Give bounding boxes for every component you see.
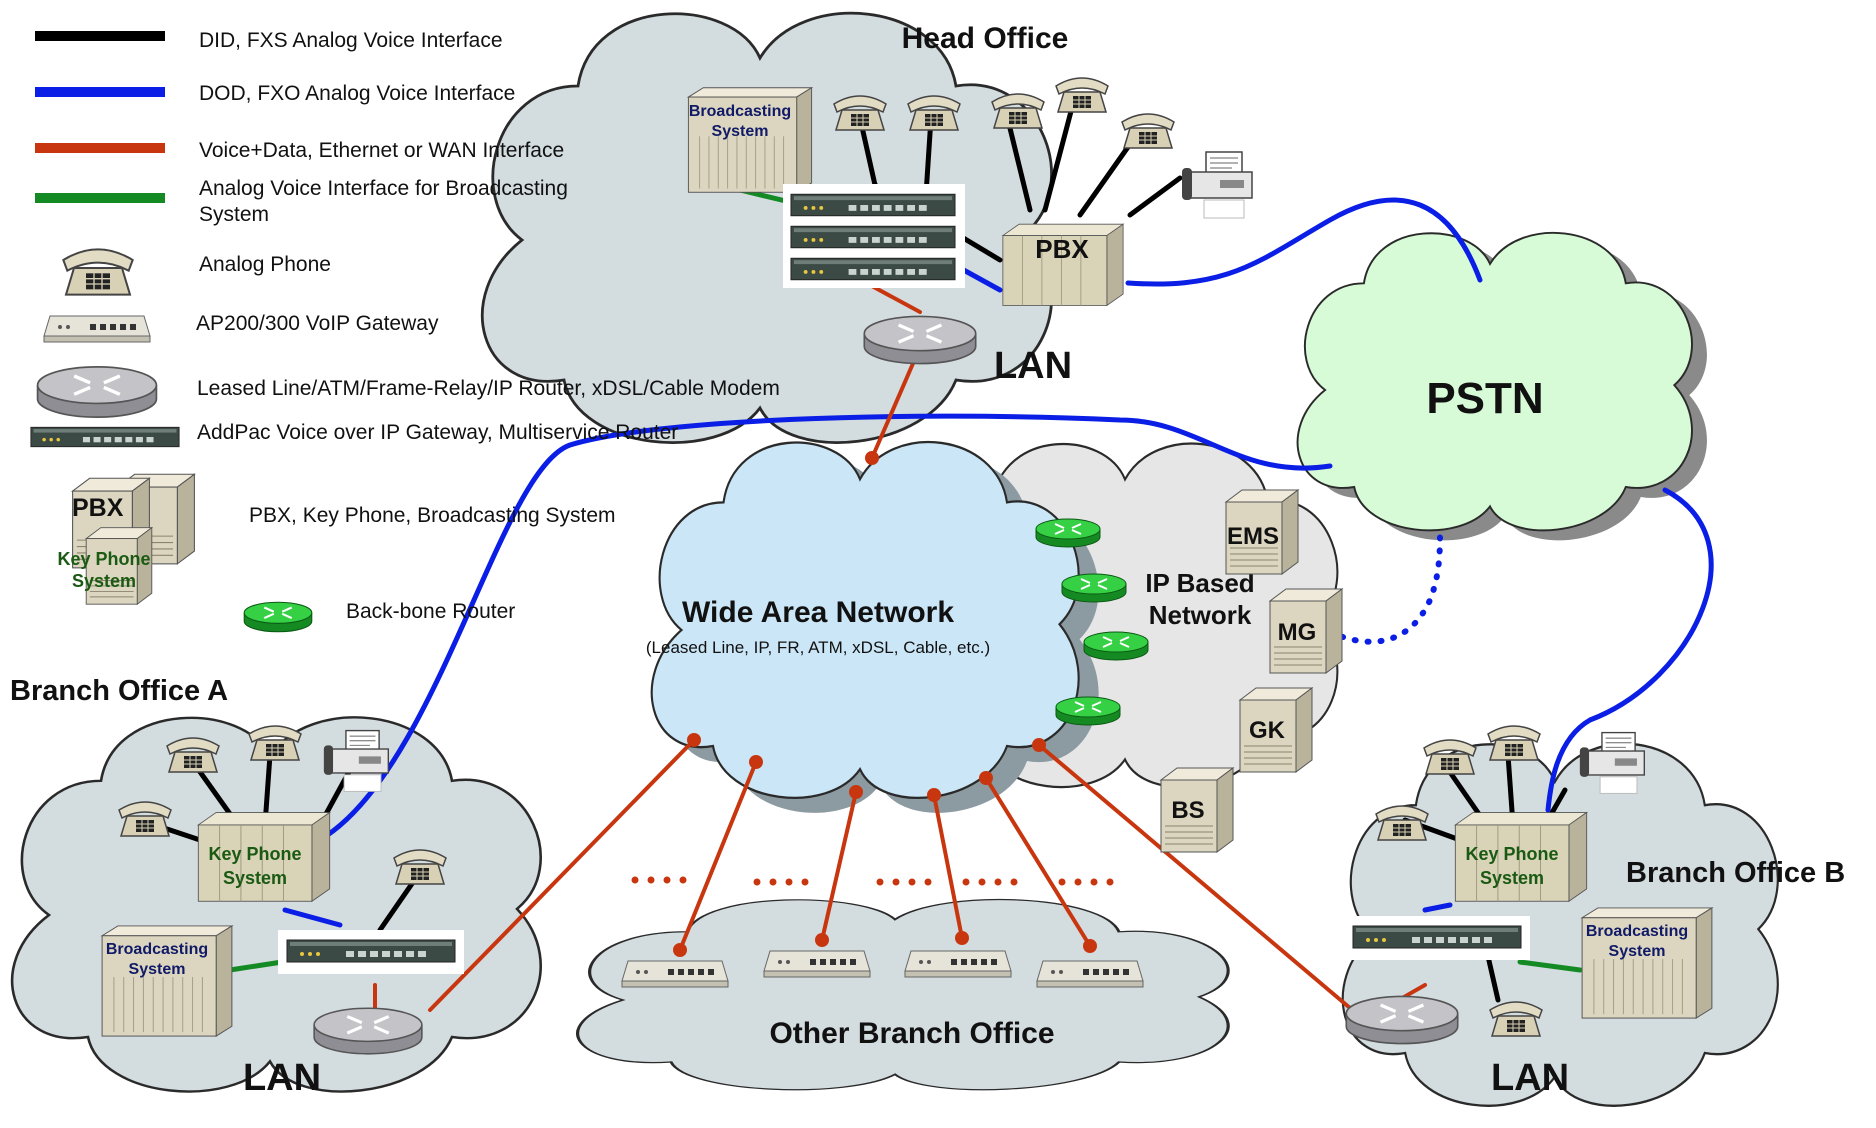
branch-b-title: Branch Office B (1626, 857, 1845, 889)
pstn-label: PSTN (1426, 374, 1543, 423)
voip-gateway-icon (790, 257, 956, 281)
legend-keyphone-text-2: System (72, 571, 136, 591)
voip-gateway-icon (286, 939, 456, 963)
branch-a-cloud (10, 716, 542, 1093)
phone-icon (1121, 113, 1175, 149)
branch-a-key-label-2: System (223, 868, 287, 888)
backbone-router-icon (1034, 517, 1102, 549)
head-pbx-label: PBX (1035, 234, 1089, 264)
phone-icon (248, 725, 302, 761)
branch-office-b: Branch Office B Key Phone System Broadca… (1344, 725, 1845, 1099)
wan-subtitle: (Leased Line, IP, FR, ATM, xDSL, Cable, … (646, 638, 990, 657)
head-bcast-label-1: Broadcasting (689, 103, 791, 120)
phone-icon (991, 93, 1045, 129)
branch-b-bcast-label-2: System (1609, 943, 1666, 960)
phone-icon (1487, 725, 1541, 761)
phone-icon (1375, 805, 1429, 841)
legend-pbx-label: PBX, Key Phone, Broadcasting System (249, 504, 616, 527)
head-bcast-label-2: System (712, 123, 769, 140)
phone-icon (833, 95, 887, 131)
backbone-router-icon (1060, 572, 1128, 604)
voip-gateway-icon (790, 193, 956, 217)
phone-icon (1055, 77, 1109, 113)
ap-gateway-icon (763, 950, 871, 978)
legend-voip-gateway-icon (30, 426, 180, 448)
backbone-router-icon (1054, 695, 1122, 727)
phone-icon (393, 849, 447, 885)
wan-title: Wide Area Network (682, 596, 954, 629)
branch-b-lan-label: LAN (1491, 1057, 1569, 1099)
legend-green-label-2: System (199, 203, 269, 226)
legend-blue-label: DOD, FXO Analog Voice Interface (199, 82, 515, 105)
legend-ap-gateway-icon (43, 315, 151, 343)
router-icon (862, 314, 978, 366)
branch-a-key-label-1: Key Phone (208, 844, 301, 864)
phone-icon (166, 737, 220, 773)
other-branch-title: Other Branch Office (769, 1017, 1054, 1050)
fax-icon (1181, 151, 1253, 219)
ap-gateway-icon (621, 960, 729, 988)
head-office: Head Office Broadcasting System PBX LAN (687, 22, 1253, 387)
phone-icon (118, 801, 172, 837)
phone-icon (1423, 739, 1477, 775)
other-branch-office: Other Branch Office (621, 950, 1144, 1050)
legend-voip-gateway-label: AddPac Voice over IP Gateway, Multiservi… (197, 421, 678, 444)
legend-ap-gateway-label: AP200/300 VoIP Gateway (196, 312, 439, 335)
legend-backbone-router-label: Back-bone Router (346, 600, 515, 623)
wan: Wide Area Network (Leased Line, IP, FR, … (646, 596, 990, 657)
legend-backbone-router-icon (243, 601, 313, 633)
phone-icon (1489, 1001, 1543, 1037)
legend: DID, FXS Analog Voice Interface DOD, FXO… (30, 29, 780, 633)
voip-gateway-icon (1352, 925, 1522, 949)
head-lan-label: LAN (994, 345, 1072, 387)
branch-a-title: Branch Office A (10, 675, 228, 707)
branch-office-a: Branch Office A Key Phone System Broadca… (10, 675, 464, 1099)
legend-phone-icon (62, 248, 134, 296)
branch-b-key-label-2: System (1480, 868, 1544, 888)
legend-phone-label: Analog Phone (199, 253, 331, 276)
legend-red-label: Voice+Data, Ethernet or WAN Interface (199, 139, 564, 162)
branch-b-key-label-1: Key Phone (1465, 844, 1558, 864)
head-office-title: Head Office (902, 22, 1069, 55)
branch-a-lan-label: LAN (243, 1057, 321, 1099)
branch-a-bcast-label-1: Broadcasting (106, 941, 208, 958)
branch-b-bcast-label-1: Broadcasting (1586, 923, 1688, 940)
mg-label: MG (1278, 619, 1317, 646)
backbone-router-icon (1082, 630, 1150, 662)
ip-network-label-2: Network (1149, 600, 1252, 630)
ap-gateway-icon (904, 950, 1012, 978)
legend-pbx-text: PBX (72, 494, 124, 522)
legend-router-icon (35, 365, 159, 419)
router-icon (1344, 994, 1460, 1046)
branch-a-bcast-label-2: System (129, 961, 186, 978)
legend-router-label: Leased Line/ATM/Frame-Relay/IP Router, x… (197, 377, 780, 400)
legend-green-label-1: Analog Voice Interface for Broadcasting (199, 177, 568, 200)
voip-gateway-icon (790, 225, 956, 249)
ems-label: EMS (1227, 523, 1279, 550)
legend-keyphone-text-1: Key Phone (57, 549, 150, 569)
ap-gateway-icon (1036, 960, 1144, 988)
wan-cloud (650, 440, 1080, 799)
legend-black-label: DID, FXS Analog Voice Interface (199, 29, 503, 52)
bs-label: BS (1171, 797, 1204, 824)
phone-icon (907, 95, 961, 131)
router-icon (312, 1006, 424, 1056)
pstn-cloud (1296, 232, 1693, 532)
gk-label: GK (1249, 717, 1286, 744)
other-branch-cloud (576, 899, 1230, 1091)
ip-network: IP Based Network EMS MG GK BS (1034, 489, 1343, 853)
